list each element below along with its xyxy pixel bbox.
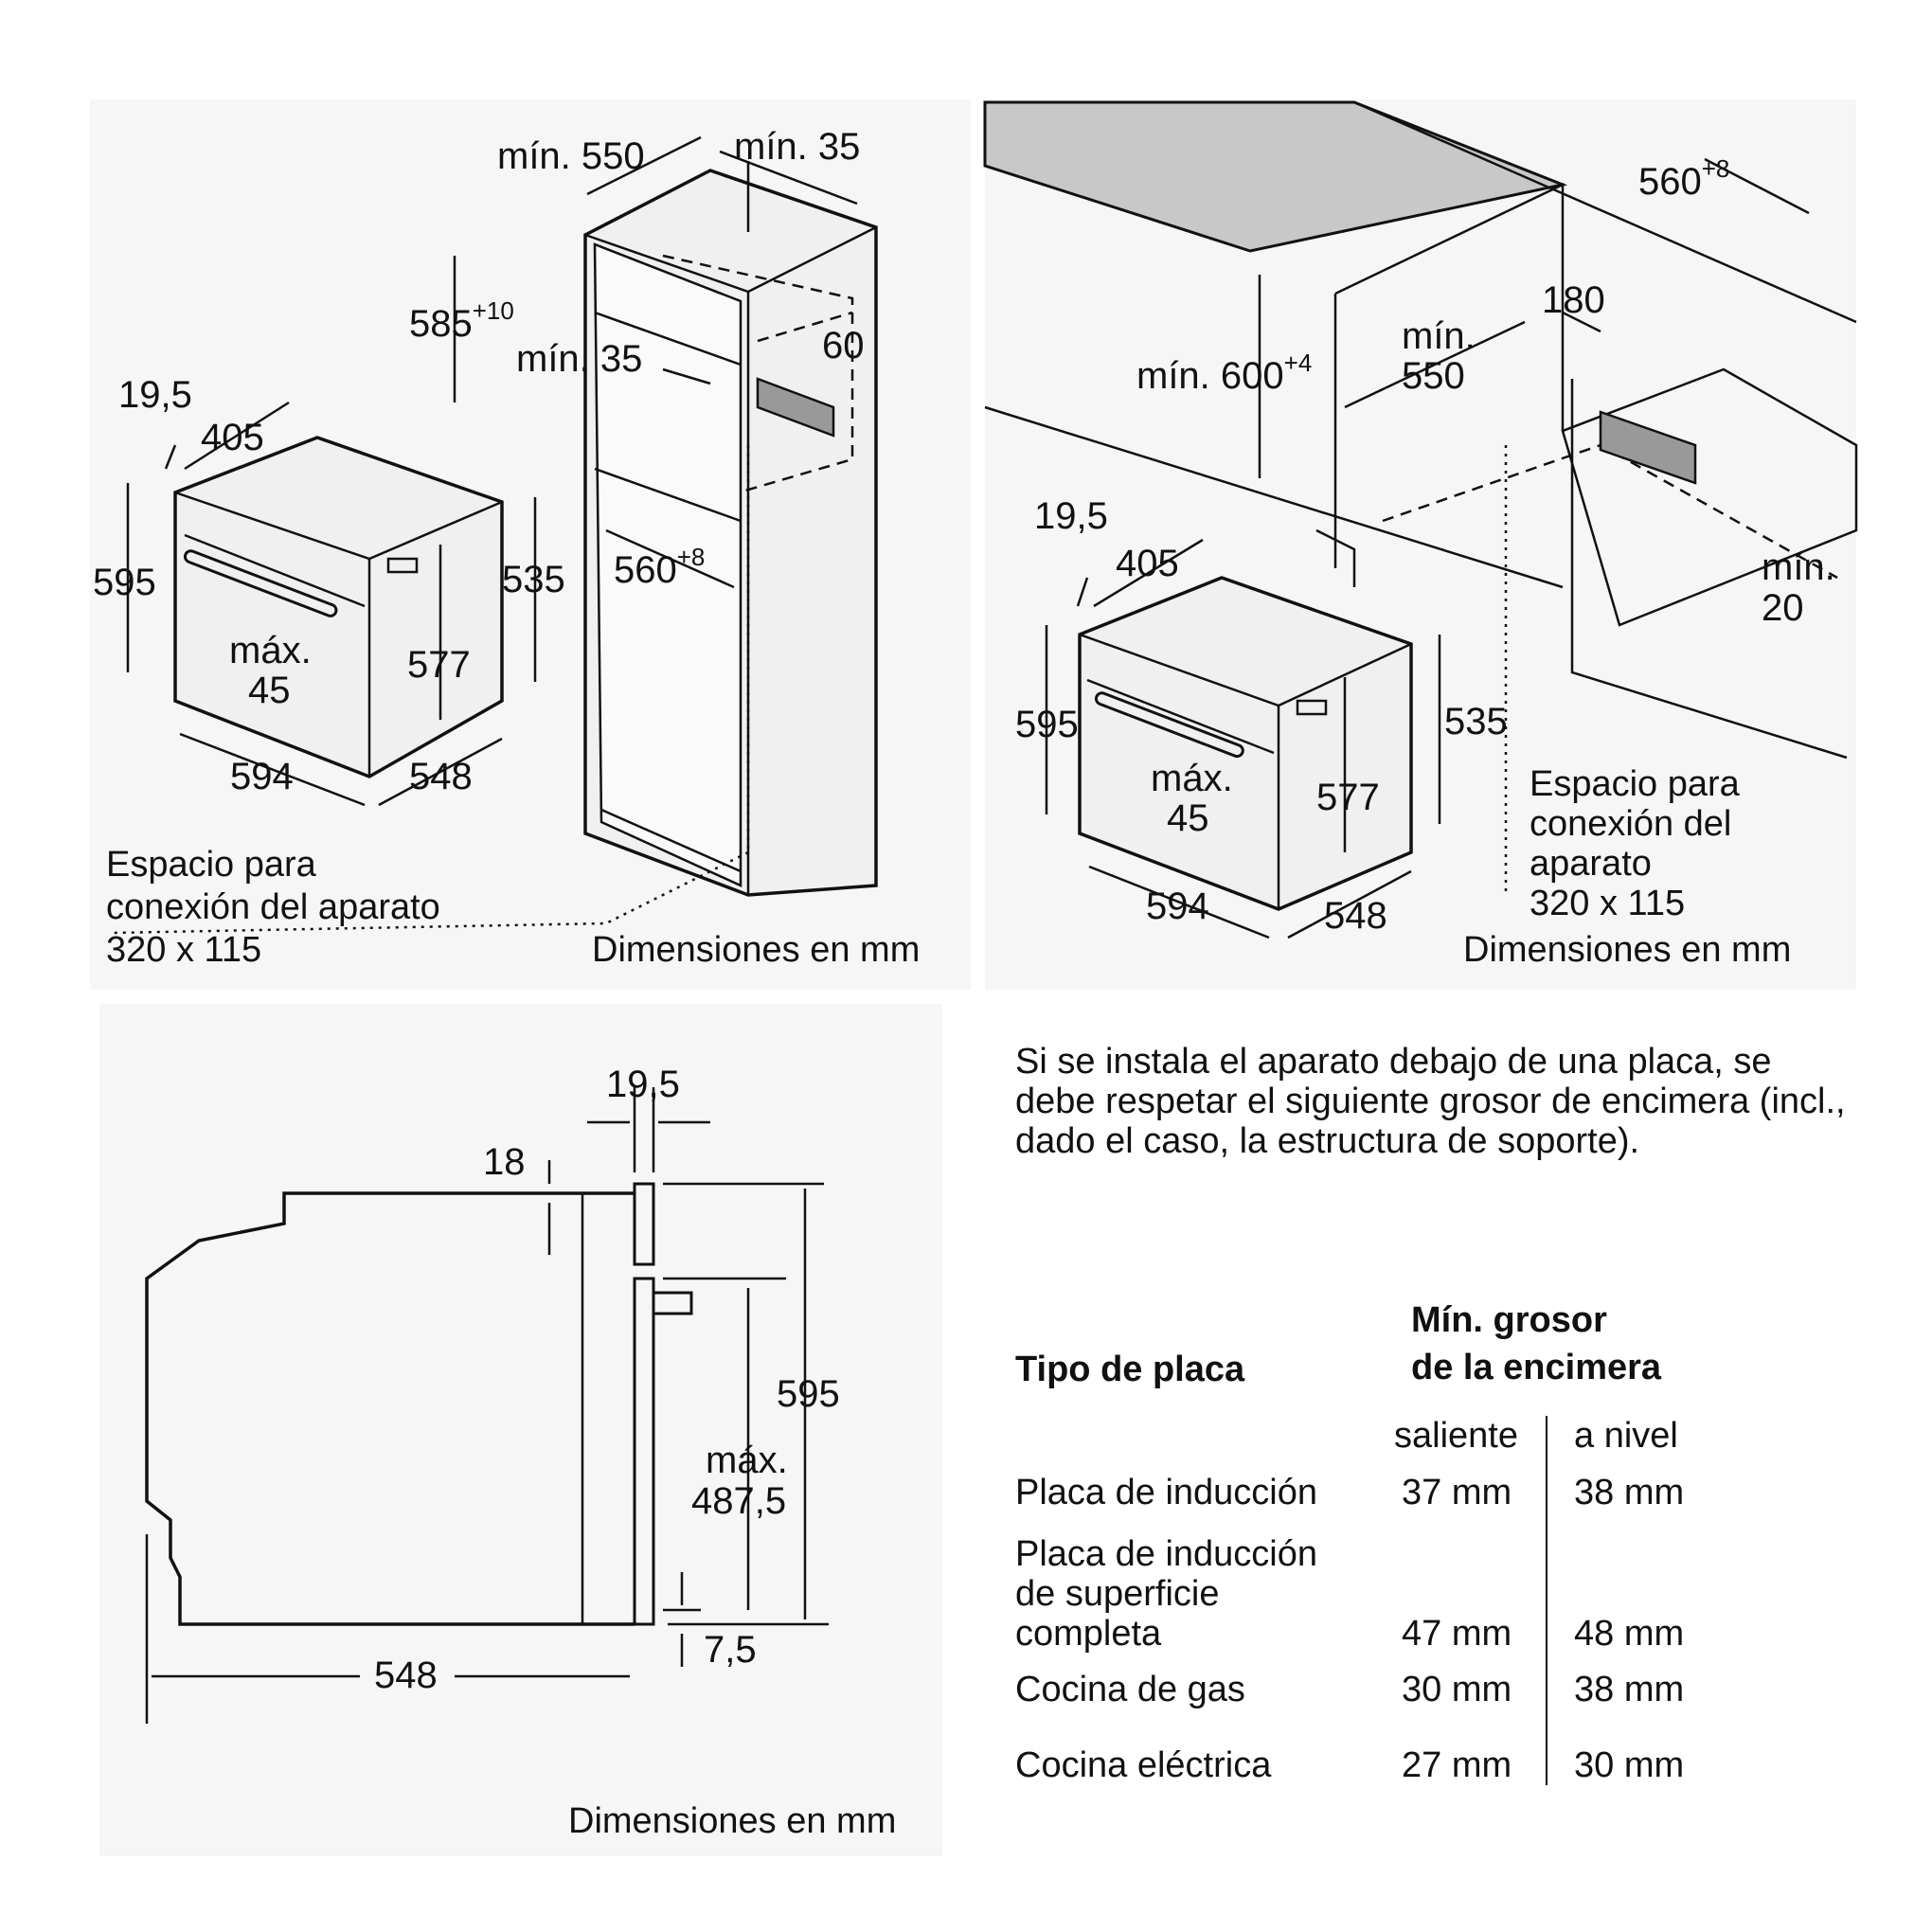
row-type-line2: de superficie: [1015, 1574, 1220, 1614]
dim-min-35-mid: mín. 35: [516, 338, 642, 380]
dim-595: 595: [93, 562, 156, 603]
column-separator: [1546, 1416, 1547, 1785]
sub-header-nivel: a nivel: [1574, 1416, 1678, 1456]
dim-min-20-label: mín.: [1762, 546, 1835, 588]
dim-548: 548: [374, 1655, 438, 1696]
dim-min-35-top: mín. 35: [734, 126, 860, 168]
dim-min-600: mín. 600+4: [1136, 349, 1312, 397]
dim-594: 594: [1146, 886, 1209, 927]
dim-577: 577: [407, 644, 471, 686]
dim-560: 560+8: [614, 543, 705, 591]
dim-594: 594: [230, 756, 294, 797]
dim-min-label: mín.: [1402, 315, 1476, 357]
connection-note-line3: aparato: [1530, 844, 1652, 884]
panel-side-view: [99, 1004, 942, 1856]
dim-max-45: 45: [248, 670, 291, 711]
row-type: Placa de inducción: [1015, 1534, 1317, 1574]
countertop: [983, 100, 1857, 324]
connection-note-line4: 320 x 115: [1530, 884, 1685, 923]
connection-note-line1: Espacio para: [106, 845, 317, 885]
dim-585: 585+10: [409, 296, 514, 345]
dim-min-550: 550: [1402, 355, 1465, 397]
dim-7-5: 7,5: [704, 1629, 757, 1671]
dim-548: 548: [409, 756, 473, 797]
connection-note-line2: conexión del aparato: [106, 887, 440, 927]
units-label: Dimensiones en mm: [592, 930, 920, 970]
tall-cabinet: [113, 161, 878, 935]
diagram-tall-cabinet: mín. 550 mín. 35 585+10 mín. 35 60 560+8…: [93, 126, 920, 970]
dim-595: 595: [777, 1373, 840, 1415]
dim-577: 577: [1316, 777, 1380, 818]
dim-560: 560+8: [1638, 154, 1729, 203]
cabinet-opening: [984, 183, 1858, 895]
row-type: Cocina eléctrica: [1015, 1745, 1272, 1785]
row-saliente: 47 mm: [1402, 1614, 1512, 1654]
row-type: Cocina de gas: [1015, 1670, 1245, 1709]
diagram-side-view: 19,5 18 595 máx. 487,5 7,5 548 Dimension…: [145, 1064, 896, 1841]
dim-535: 535: [502, 559, 565, 600]
row-nivel: 48 mm: [1574, 1614, 1685, 1654]
dim-405: 405: [201, 417, 264, 458]
units-label: Dimensiones en mm: [568, 1801, 896, 1841]
dim-max-label: máx.: [1151, 758, 1233, 799]
row-nivel: 38 mm: [1574, 1670, 1685, 1709]
dimension-labels: 19,5 18 595 máx. 487,5 7,5 548 Dimension…: [374, 1064, 896, 1841]
dim-548: 548: [1324, 895, 1387, 937]
units-label: Dimensiones en mm: [1463, 930, 1791, 970]
dimension-labels: mín. 550 mín. 35 585+10 mín. 35 60 560+8…: [93, 126, 920, 970]
dim-min-20: 20: [1762, 587, 1804, 629]
dim-19-5: 19,5: [1034, 495, 1108, 537]
dim-535: 535: [1444, 701, 1508, 742]
dim-60: 60: [822, 325, 865, 367]
sub-header-saliente: saliente: [1394, 1416, 1518, 1456]
row-nivel: 30 mm: [1574, 1745, 1685, 1785]
row-type: Placa de inducción: [1015, 1473, 1317, 1512]
oven-front-view: [173, 436, 504, 778]
col-header-type: Tipo de placa: [1015, 1350, 1245, 1389]
row-saliente: 27 mm: [1402, 1745, 1512, 1785]
oven-side-profile: [145, 1087, 693, 1724]
connection-note-line2: conexión del: [1530, 804, 1731, 844]
dim-max-label: máx.: [229, 630, 312, 671]
col-header-min-1: Mín. grosor: [1411, 1300, 1607, 1340]
dim-min-550: mín. 550: [497, 135, 645, 177]
oven-front-view: [1078, 576, 1413, 911]
connection-note-line1: Espacio para: [1530, 764, 1741, 804]
diagram-under-counter: 560+8 180 mín. 550 mín. 600+4 19,5 405 m…: [983, 100, 1858, 970]
dimension-lines: [1045, 157, 1810, 939]
dim-18: 18: [483, 1141, 526, 1183]
dimension-labels: 560+8 180 mín. 550 mín. 600+4 19,5 405 m…: [1015, 154, 1835, 970]
dim-180: 180: [1542, 279, 1605, 321]
dimension-lines: [126, 135, 858, 807]
dimension-lines: [152, 1120, 829, 1678]
row-nivel: 38 mm: [1574, 1473, 1685, 1512]
dim-405: 405: [1116, 543, 1179, 584]
connection-note-line3: 320 x 115: [106, 930, 261, 970]
dim-max-45: 45: [1167, 797, 1209, 839]
installation-note: Si se instala el aparato debajo de una p…: [1015, 1042, 1846, 1161]
row-saliente: 37 mm: [1402, 1473, 1512, 1512]
dim-595: 595: [1015, 704, 1079, 745]
col-header-min-2: de la encimera: [1411, 1348, 1662, 1387]
dim-19-5: 19,5: [606, 1064, 680, 1105]
dim-max-487-5: 487,5: [691, 1480, 786, 1522]
row-type-line3: completa: [1015, 1614, 1162, 1654]
dim-19-5: 19,5: [118, 374, 192, 416]
row-saliente: 30 mm: [1402, 1670, 1512, 1709]
dim-max-label: máx.: [706, 1440, 788, 1481]
